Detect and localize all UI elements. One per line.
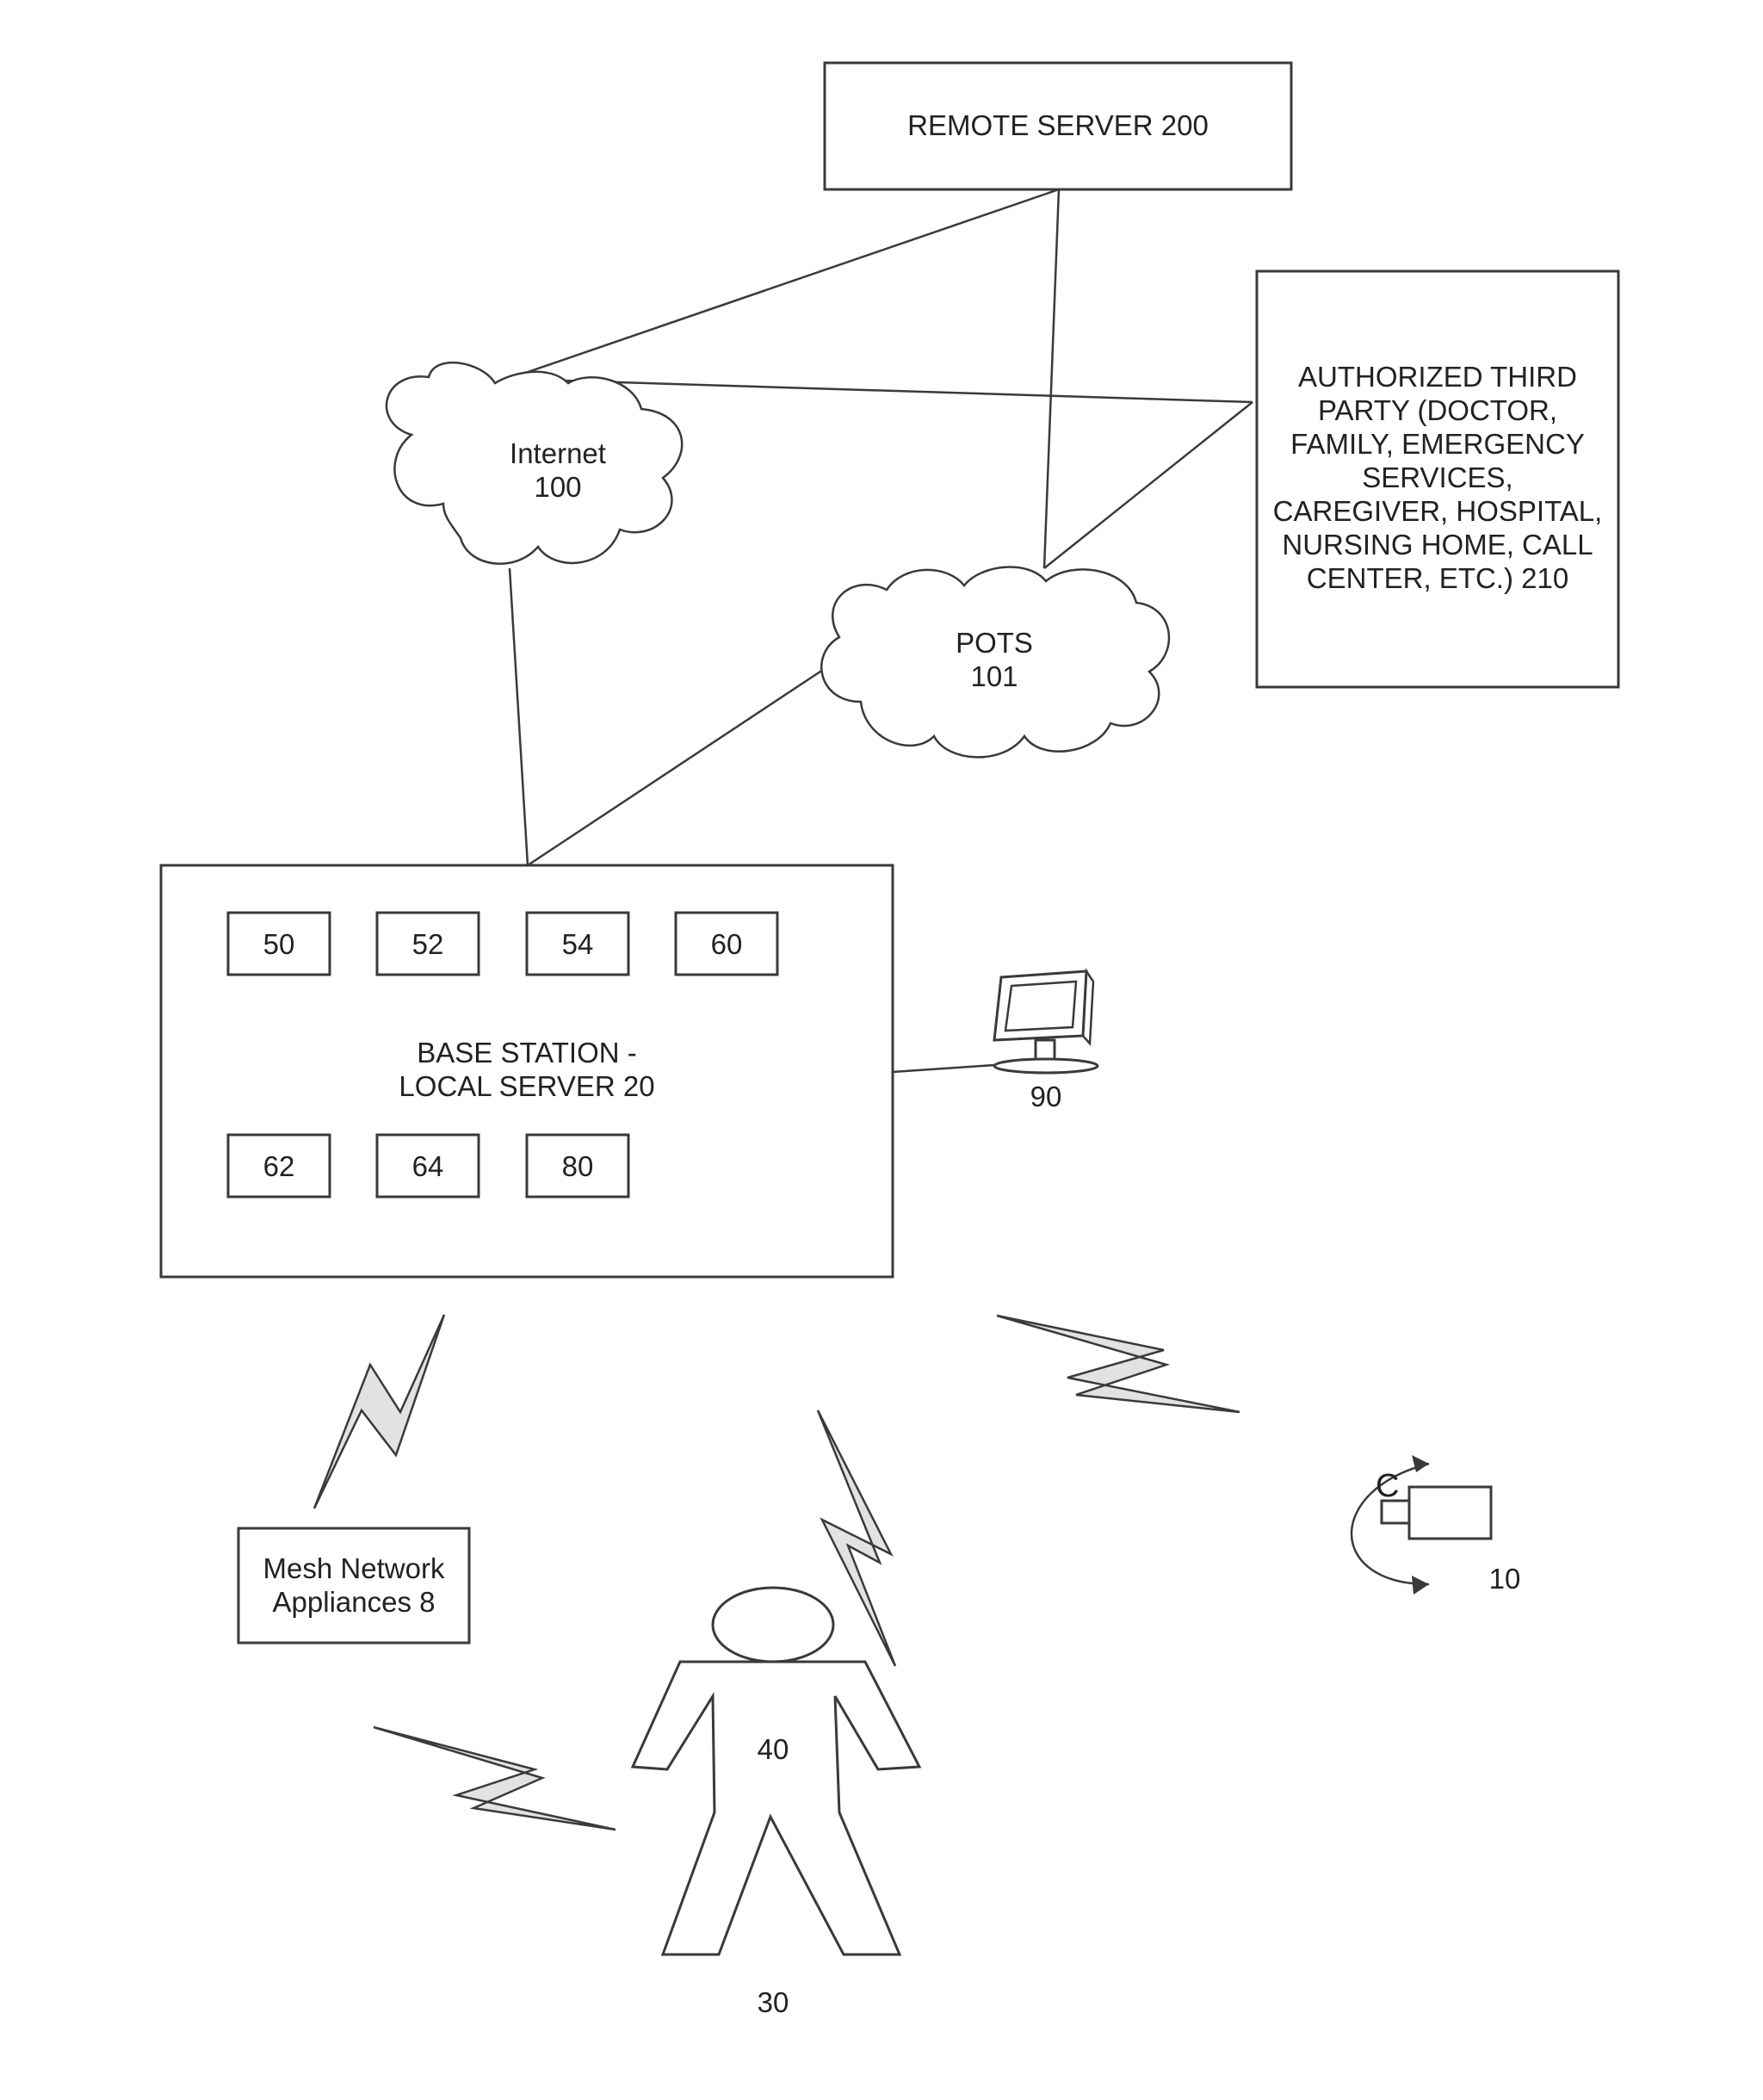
- lightning-bolt-icon: [314, 1315, 444, 1508]
- module-label-50: 50: [263, 928, 295, 960]
- internet-number: 100: [534, 471, 581, 503]
- camera-glyph: C: [1376, 1468, 1399, 1504]
- internet-label: Internet: [510, 437, 606, 469]
- internet-node: Internet 100: [387, 362, 682, 564]
- mesh-network-line-2: Appliances 8: [273, 1586, 436, 1618]
- module-label-60: 60: [711, 928, 743, 960]
- lightning-bolt-icon: [374, 1727, 616, 1830]
- third-party-line-6: NURSING HOME, CALL: [1282, 529, 1593, 561]
- third-party-node: AUTHORIZED THIRD PARTY (DOCTOR, FAMILY, …: [1257, 271, 1618, 687]
- base-station-node: 50 52 54 60 BASE STATION - LOCAL SERVER …: [161, 865, 893, 1277]
- terminal-node: 90: [994, 971, 1098, 1112]
- base-station-line-1: BASE STATION -: [417, 1037, 636, 1069]
- mesh-network-node: Mesh Network Appliances 8: [238, 1528, 469, 1643]
- line-internet-base: [510, 568, 528, 865]
- lightning-bolt-icon: [997, 1316, 1240, 1412]
- third-party-line-5: CAREGIVER, HOSPITAL,: [1273, 495, 1603, 527]
- terminal-label: 90: [1030, 1081, 1062, 1112]
- third-party-line-4: SERVICES,: [1362, 462, 1512, 493]
- pots-label: POTS: [956, 627, 1033, 659]
- remote-server-label: REMOTE SERVER 200: [907, 109, 1209, 141]
- module-label-64: 64: [412, 1150, 444, 1182]
- third-party-line-7: CENTER, ETC.) 210: [1307, 562, 1568, 594]
- line-base-terminal: [893, 1065, 994, 1072]
- camera-body-box: [1409, 1487, 1491, 1539]
- pots-number: 101: [970, 660, 1018, 692]
- line-pots-base: [528, 665, 831, 865]
- pots-node: POTS 101: [821, 567, 1169, 758]
- module-label-54: 54: [562, 928, 594, 960]
- camera-label: 10: [1489, 1563, 1521, 1595]
- remote-server-node: REMOTE SERVER 200: [825, 63, 1291, 189]
- line-pots-thirdparty: [1044, 402, 1253, 568]
- base-station-line-2: LOCAL SERVER 20: [399, 1070, 654, 1102]
- person-body-label: 40: [758, 1733, 789, 1765]
- mesh-network-line-1: Mesh Network: [263, 1552, 445, 1584]
- person-node: 40 30: [633, 1588, 919, 2018]
- module-label-62: 62: [263, 1150, 295, 1182]
- person-label: 30: [758, 1986, 789, 2018]
- computer-monitor-icon: [994, 971, 1098, 1073]
- third-party-line-3: FAMILY, EMERGENCY: [1290, 428, 1585, 460]
- module-label-52: 52: [412, 928, 444, 960]
- line-remote-pots: [1044, 189, 1059, 568]
- camera-node: C 10: [1352, 1455, 1520, 1595]
- module-label-80: 80: [562, 1150, 594, 1182]
- line-internet-remote: [508, 189, 1059, 379]
- person-figure-icon: [633, 1588, 919, 1954]
- third-party-line-1: AUTHORIZED THIRD: [1298, 361, 1577, 393]
- camera-icon: C: [1352, 1455, 1491, 1595]
- third-party-line-2: PARTY (DOCTOR,: [1318, 394, 1557, 426]
